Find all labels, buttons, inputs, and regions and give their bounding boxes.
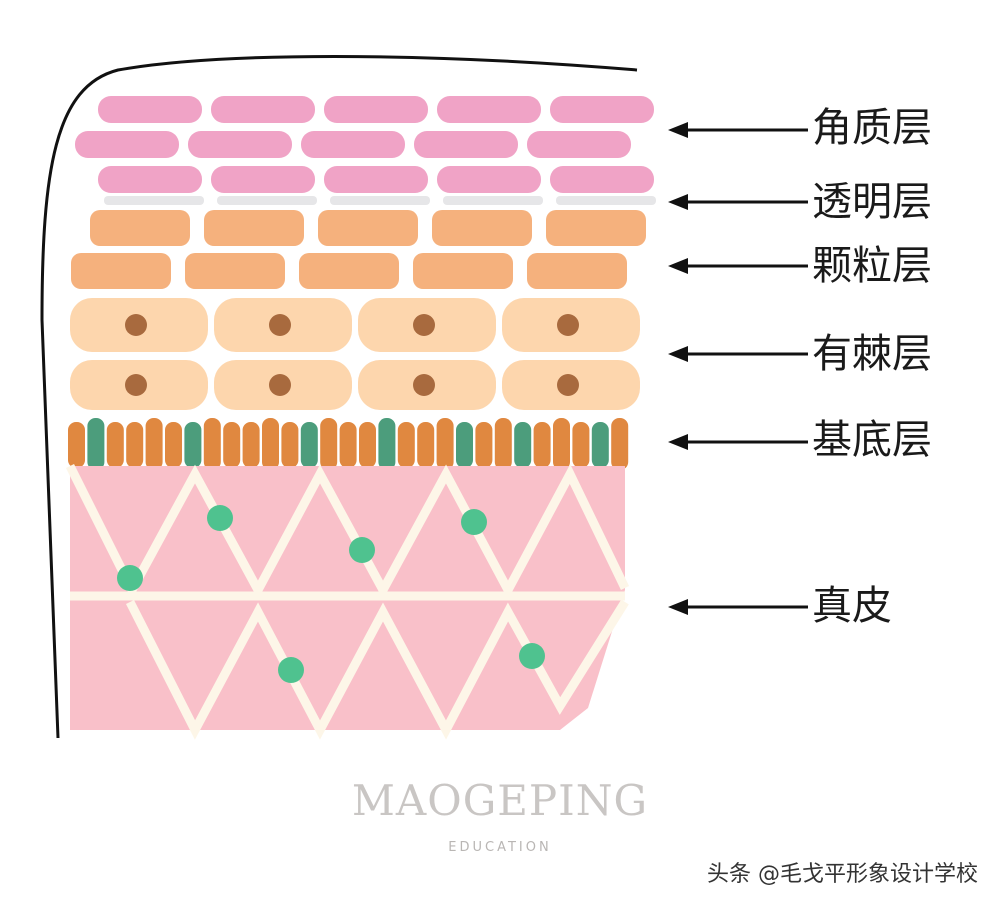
cell-nucleus — [125, 374, 147, 396]
basale-cell — [68, 422, 85, 468]
basale-cell — [591, 422, 609, 468]
basale-cell — [514, 422, 532, 468]
corneum-cell — [75, 131, 179, 158]
granulosum-cell — [185, 253, 285, 289]
corneum-cell — [550, 166, 654, 193]
lucidum-cell — [556, 196, 656, 205]
basale-cell — [87, 418, 105, 470]
label-dermis: 真皮 — [812, 583, 892, 629]
lucidum-cell — [443, 196, 543, 205]
stratum-spinosum-cells — [70, 298, 640, 410]
arrow-head — [668, 346, 688, 362]
granulosum-cell — [432, 210, 532, 246]
watermark-sub: EDUCATION — [448, 840, 552, 855]
lucidum-cell — [330, 196, 430, 205]
corneum-cell — [301, 131, 405, 158]
basale-cell — [378, 418, 396, 470]
corneum-cell — [550, 96, 654, 123]
basale-cell — [281, 422, 299, 468]
label-stratum-spinosum: 有棘层 — [812, 331, 932, 377]
basale-cell — [494, 418, 512, 470]
basale-cell — [436, 418, 454, 470]
dermis-cell-dot — [461, 509, 487, 535]
basale-cell — [145, 418, 163, 470]
label-stratum-lucidum: 透明层 — [812, 179, 932, 225]
basale-cell — [165, 422, 182, 468]
cell-nucleus — [413, 374, 435, 396]
label-stratum-granulosum: 颗粒层 — [812, 243, 932, 289]
basale-cell — [533, 422, 551, 468]
corneum-cell — [324, 166, 428, 193]
basale-cell — [475, 422, 493, 468]
cell-nucleus — [557, 314, 579, 336]
granulosum-cell — [90, 210, 190, 246]
dermis-cell-dot — [117, 565, 143, 591]
lucidum-cell — [104, 196, 204, 205]
basale-cell — [359, 422, 376, 468]
corneum-cell — [414, 131, 518, 158]
arrow-head — [668, 122, 688, 138]
arrow-head — [668, 258, 688, 274]
corneum-cell — [98, 96, 202, 123]
dermis-fibre — [125, 599, 629, 740]
dermis-cell-dot — [207, 505, 233, 531]
basale-cell — [300, 422, 318, 468]
corneum-cell — [211, 96, 315, 123]
basale-cell — [242, 422, 260, 468]
granulosum-cell — [299, 253, 399, 289]
dermis-cell-dot — [519, 643, 545, 669]
granulosum-cell — [71, 253, 171, 289]
arrow-head — [668, 434, 688, 450]
label-arrows — [668, 122, 808, 615]
granulosum-cell — [318, 210, 418, 246]
basale-cell — [320, 418, 338, 470]
basale-cell — [184, 422, 202, 468]
basale-cell — [106, 422, 124, 468]
cell-nucleus — [557, 374, 579, 396]
cell-nucleus — [269, 374, 291, 396]
basale-cell — [553, 418, 570, 470]
basale-cell — [262, 418, 279, 470]
basale-cell — [572, 422, 590, 468]
stratum-corneum-cells — [75, 96, 654, 193]
skin-outline — [40, 55, 638, 739]
dermis-fibre — [65, 463, 630, 600]
label-stratum-basale: 基底层 — [812, 417, 932, 463]
corneum-cell — [188, 131, 292, 158]
source-credit: 头条 @毛戈平形象设计学校 — [707, 862, 978, 887]
cell-nucleus — [413, 314, 435, 336]
corneum-cell — [211, 166, 315, 193]
stratum-lucidum-cells — [104, 196, 656, 205]
corneum-cell — [527, 131, 631, 158]
granulosum-cell — [413, 253, 513, 289]
corneum-cell — [324, 96, 428, 123]
cell-nucleus — [269, 314, 291, 336]
stratum-granulosum-cells — [71, 210, 646, 289]
basale-cell — [339, 422, 357, 468]
basale-cell — [456, 422, 473, 468]
granulosum-cell — [527, 253, 627, 289]
basale-cell — [126, 422, 144, 468]
basale-cell — [203, 418, 221, 470]
basale-cell — [611, 418, 629, 470]
arrow-head — [668, 599, 688, 615]
stratum-basale-cells — [68, 418, 629, 470]
basale-cell — [417, 422, 435, 468]
arrow-head — [668, 194, 688, 210]
granulosum-cell — [204, 210, 304, 246]
lucidum-cell — [217, 196, 317, 205]
corneum-cell — [437, 96, 541, 123]
granulosum-cell — [546, 210, 646, 246]
watermark-brand: MAOGEPING — [351, 776, 649, 825]
dermis-cell-dot — [278, 657, 304, 683]
cell-nucleus — [125, 314, 147, 336]
corneum-cell — [98, 166, 202, 193]
basale-cell — [223, 422, 241, 468]
dermis-tissue — [65, 463, 630, 740]
label-stratum-corneum: 角质层 — [812, 105, 932, 151]
corneum-cell — [437, 166, 541, 193]
basale-cell — [397, 422, 415, 468]
dermis-cell-dot — [349, 537, 375, 563]
